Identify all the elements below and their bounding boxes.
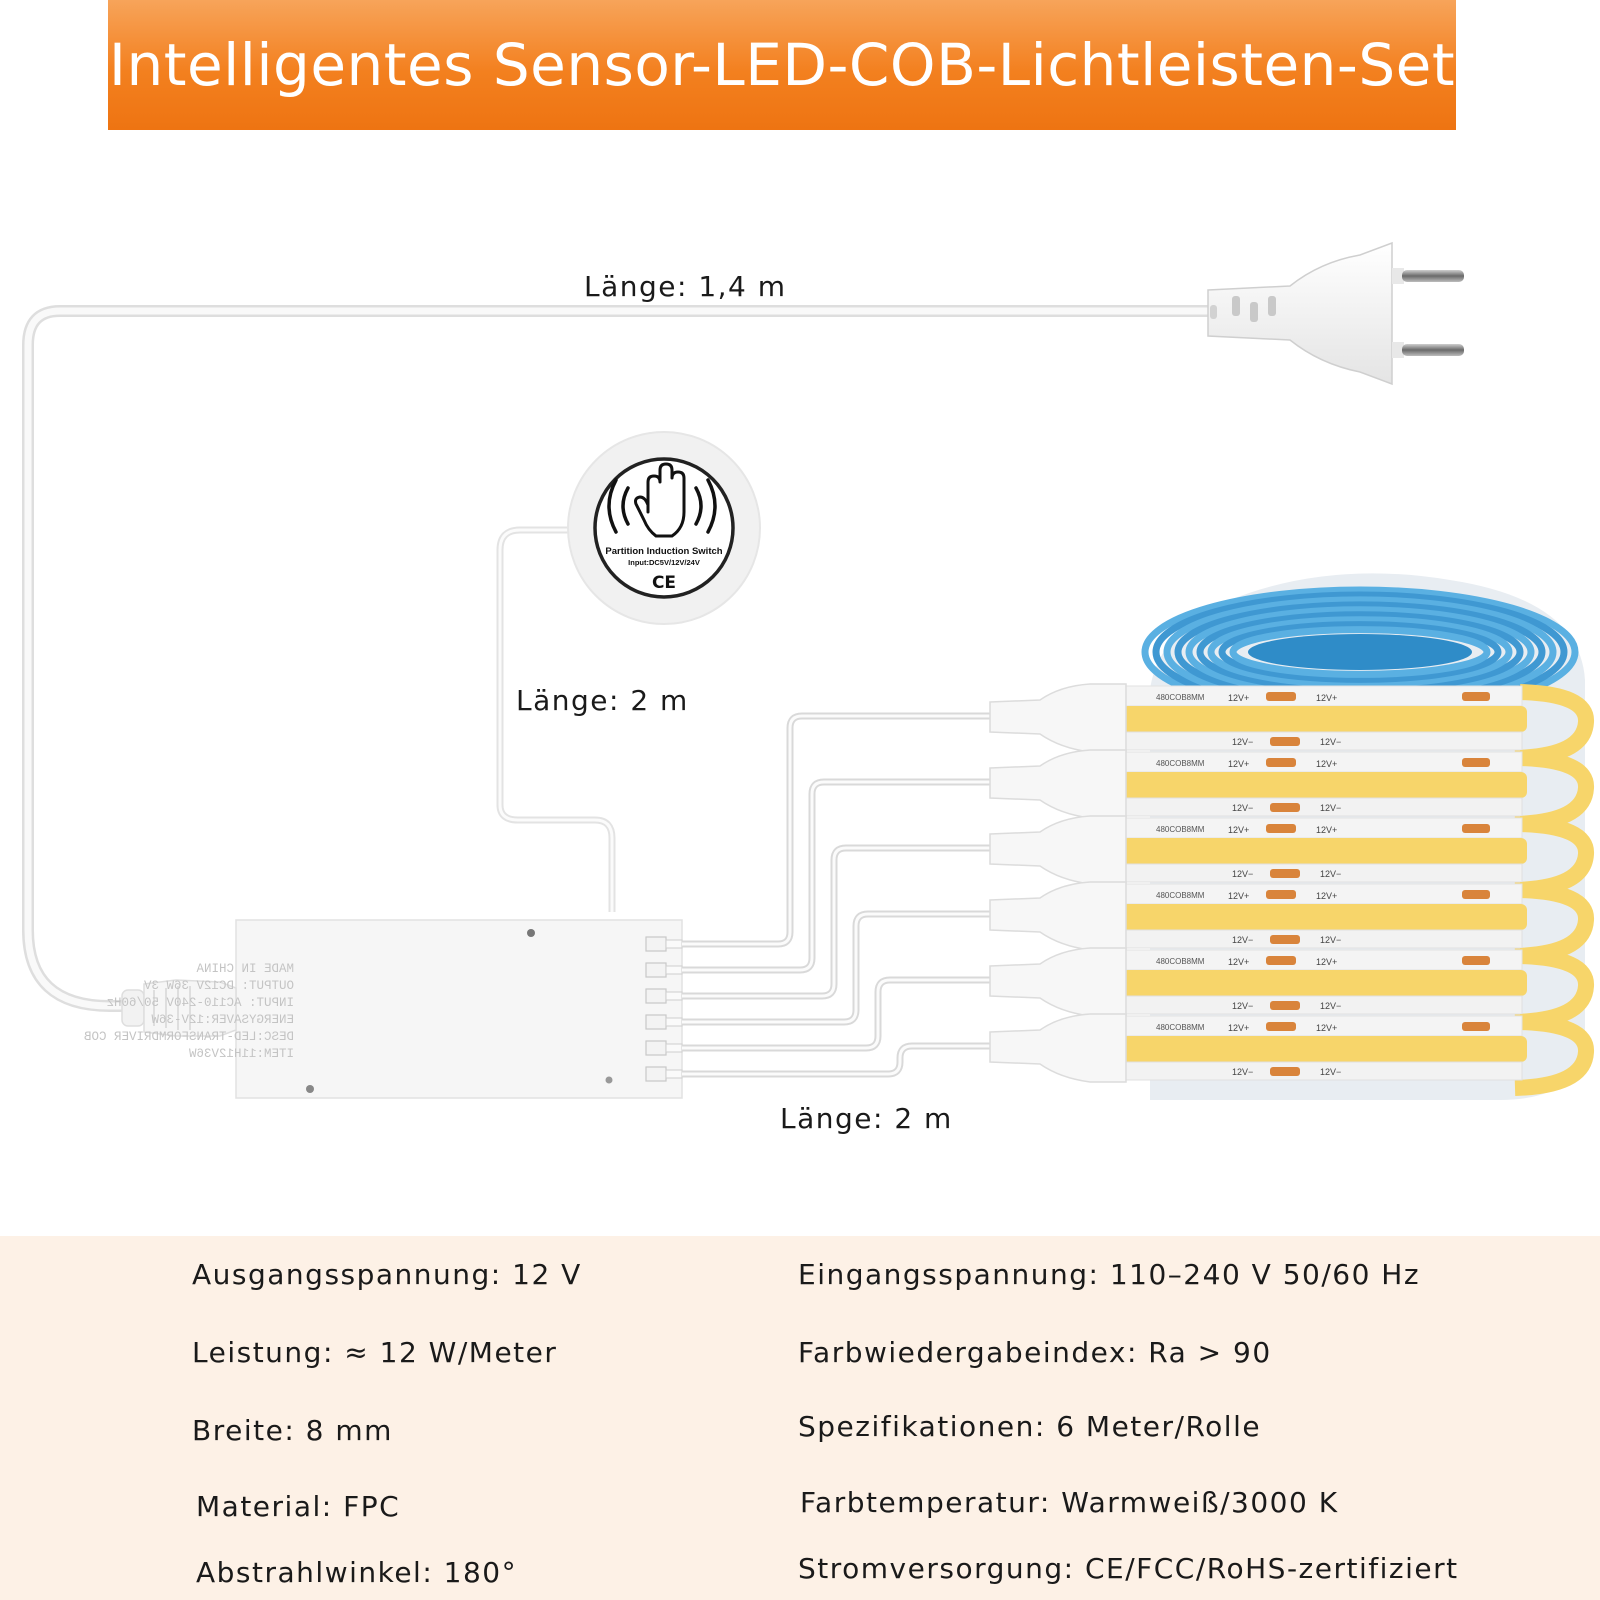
svg-text:12V+: 12V+ [1228,957,1249,967]
svg-text:12V+: 12V+ [1228,759,1249,769]
page-title: Intelligentes Sensor-LED-COB-Lichtleiste… [108,31,1456,99]
strip-wire [682,844,990,1000]
strip-cable-length-label: Länge: 2 m [780,1102,953,1135]
power-cable-length-label: Länge: 1,4 m [584,270,787,303]
controller-label-line: ENERGYSAVER:12V-36W [151,1013,294,1027]
strip-connector [989,815,1127,885]
svg-text:480COB8MM: 480COB8MM [1156,891,1205,900]
controller-label-line: OUTPUT: DC12V 36W 3V [143,979,294,993]
led-strip: 480COB8MM 12V+ 12V+ 12V− 12V− [989,881,1594,964]
led-strip: 480COB8MM 12V+ 12V+ 12V− 12V− [989,947,1594,1030]
spec-specification: Spezifikationen: 6 Meter/Rolle [798,1410,1262,1443]
output-port [645,1014,667,1030]
svg-text:12V−: 12V− [1320,803,1341,813]
svg-text:12V+: 12V+ [1228,1023,1249,1033]
output-port [645,1066,667,1082]
spec-color-temperature: Farbtemperatur: Warmweiß/3000 K [800,1486,1339,1519]
svg-text:12V+: 12V+ [1316,759,1337,769]
controller-box: MADE IN CHINA OUTPUT: DC12V 36W 3V INPUT: … [83,919,683,1099]
sensor-ce-mark: CE [652,573,676,593]
output-port [645,1040,667,1056]
spec-material: Material: FPC [196,1490,401,1523]
strip-connector [989,881,1127,951]
spec-power: Leistung: ≈ 12 W/Meter [192,1336,558,1369]
output-port [645,936,667,952]
sensor-label-line1: Partition Induction Switch [605,546,722,557]
strip-connector [989,947,1127,1017]
sensor-label-line2: Input:DC5V/12V/24V [628,558,700,567]
led-strip: 480COB8MM 12V+ 12V+ 12V− 12V− [989,815,1594,898]
svg-text:12V+: 12V+ [1316,825,1337,835]
controller-label-line: MADE IN CHINA [196,962,294,976]
controller-label-line: DESC:LED-TRANSFORMDRIVER COB [83,1030,294,1044]
led-strip: 480COB8MM 12V+ 12V+ 12V− 12V− [989,683,1594,766]
svg-text:480COB8MM: 480COB8MM [1156,693,1205,702]
signal-waves-right-icon [694,478,717,534]
spec-certification: Stromversorgung: CE/FCC/RoHS-zertifizier… [798,1552,1459,1585]
eu-plug [1207,241,1464,386]
strip-connector [989,1013,1127,1083]
svg-text:12V+: 12V+ [1316,1023,1337,1033]
svg-text:480COB8MM: 480COB8MM [1156,957,1205,966]
svg-text:480COB8MM: 480COB8MM [1156,759,1205,768]
svg-text:12V−: 12V− [1320,1067,1341,1077]
spec-input-voltage: Eingangsspannung: 110–240 V 50/60 Hz [798,1258,1421,1291]
svg-text:12V−: 12V− [1232,935,1253,945]
hand-icon [634,462,686,538]
spec-panel: Ausgangsspannung: 12 V Leistung: ≈ 12 W/… [0,1236,1600,1600]
svg-text:12V−: 12V− [1232,869,1253,879]
title-banner: Intelligentes Sensor-LED-COB-Lichtleiste… [108,0,1456,130]
svg-text:12V+: 12V+ [1316,693,1337,703]
svg-text:12V+: 12V+ [1228,891,1249,901]
svg-text:12V−: 12V− [1232,803,1253,813]
svg-text:12V−: 12V− [1320,1001,1341,1011]
controller-label-line: ITEM:11H12V36W [188,1047,294,1061]
output-port [645,988,667,1004]
svg-text:480COB8MM: 480COB8MM [1156,1023,1205,1032]
strip-connector [989,749,1127,819]
spec-output-voltage: Ausgangsspannung: 12 V [192,1258,582,1291]
spec-beam-angle: Abstrahlwinkel: 180° [196,1556,518,1589]
svg-text:480COB8MM: 480COB8MM [1156,825,1205,834]
svg-text:12V+: 12V+ [1228,693,1249,703]
svg-text:12V−: 12V− [1320,935,1341,945]
output-port [645,962,667,978]
controller-label-line: INPUT: AC110-240V 50/60Hz [106,996,294,1010]
svg-text:12V+: 12V+ [1316,957,1337,967]
svg-text:12V−: 12V− [1232,737,1253,747]
sensor-cable-length-label: Länge: 2 m [516,684,689,717]
led-strip: 480COB8MM 12V+ 12V+ 12V− 12V− [989,749,1594,832]
spec-cri: Farbwiedergabeindex: Ra > 90 [798,1336,1272,1369]
svg-text:12V−: 12V− [1320,869,1341,879]
led-strip: 480COB8MM 12V+ 12V+ 12V− 12V− [989,1013,1594,1096]
spec-width: Breite: 8 mm [192,1414,393,1447]
svg-text:12V+: 12V+ [1316,891,1337,901]
product-diagram: Partition Induction Switch Input:DC5V/12… [22,241,1594,1100]
svg-text:12V+: 12V+ [1228,825,1249,835]
sensor-switch: Partition Induction Switch Input:DC5V/12… [567,431,761,625]
svg-text:12V−: 12V− [1232,1067,1253,1077]
svg-text:12V−: 12V− [1320,737,1341,747]
strip-connector [989,683,1127,753]
svg-text:12V−: 12V− [1232,1001,1253,1011]
signal-waves-left-icon [607,478,630,534]
